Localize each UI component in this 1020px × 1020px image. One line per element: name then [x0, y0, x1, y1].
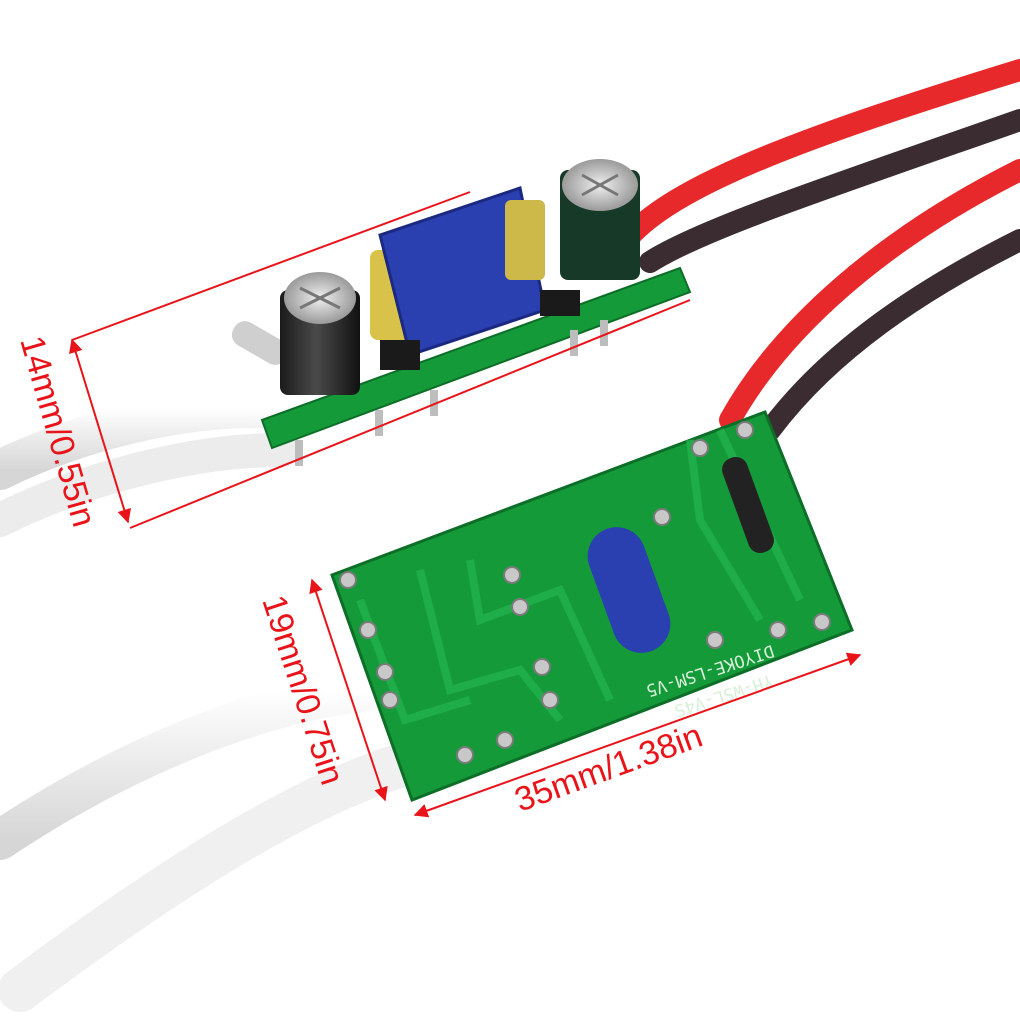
black-wire-bottom [759, 229, 1020, 441]
dimension-annotations [69, 191, 862, 818]
solder-pins [295, 320, 608, 466]
pcb-board [330, 410, 854, 802]
right-capacitor [560, 159, 640, 280]
bottom-driver-board: YH-WSL-V4S DIYOKE-LSM-V5 [330, 410, 854, 802]
white-wire-top-1 [0, 388, 310, 490]
white-wire-top-2 [0, 433, 297, 537]
red-wire-top [601, 59, 1020, 273]
pcb-strip [260, 266, 692, 450]
black-wire-top [639, 109, 1020, 273]
fuse-slot [722, 456, 774, 554]
inductor [505, 200, 545, 280]
left-capacitor [280, 272, 360, 395]
top-driver-board [231, 159, 692, 466]
red-wire-bottom [719, 159, 1020, 431]
resistor [231, 321, 289, 365]
blue-slot [587, 527, 671, 653]
